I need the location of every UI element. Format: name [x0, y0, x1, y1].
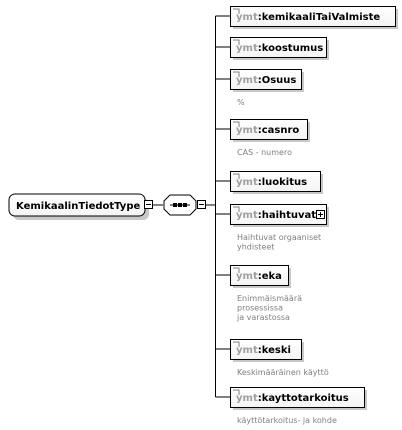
element-name: keski — [262, 345, 291, 356]
element-icon — [233, 389, 240, 395]
element-documentation: käyttötarkoitus- ja kohde — [237, 416, 337, 425]
element-icon — [233, 121, 240, 127]
element-prefix: ymt — [236, 345, 258, 356]
element-name: kemikaaliTaiValmiste — [262, 12, 381, 23]
element-icon — [233, 267, 240, 273]
element-label: ymt:Osuus — [236, 75, 296, 86]
element-koostumus[interactable]: ymt:koostumus — [230, 37, 330, 61]
element-name: luokitus — [262, 177, 307, 188]
element-icon — [233, 39, 240, 45]
element-label: ymt:casnro — [236, 125, 299, 136]
element-icon — [233, 71, 240, 77]
element-box — [230, 69, 302, 90]
expand-toggle[interactable] — [316, 210, 325, 219]
element-name: eka — [262, 271, 282, 282]
element-colon: : — [258, 393, 262, 404]
element-label: ymt:kayttotarkoitus — [236, 393, 349, 404]
element-colon: : — [258, 75, 262, 86]
element-documentation: yhdisteet — [237, 243, 274, 252]
element-icon — [233, 8, 240, 14]
branch-lines — [215, 15, 230, 398]
element-colon: : — [258, 345, 262, 356]
element-colon: : — [258, 12, 262, 23]
element-label: ymt:kemikaaliTaiValmiste — [236, 12, 380, 23]
element-icon — [233, 173, 240, 179]
element-documentation: Haihtuvat orgaaniset — [237, 233, 321, 242]
element-label: ymt:eka — [236, 271, 282, 282]
element-box — [230, 171, 321, 192]
element-kemikaaliTaiValmiste[interactable]: ymt:kemikaaliTaiValmiste — [230, 6, 399, 30]
root-collapse-toggle[interactable] — [144, 200, 153, 209]
sequence-compositor[interactable] — [163, 194, 197, 216]
element-luokitus[interactable]: ymt:luokitus — [230, 171, 324, 195]
element-name: Osuus — [262, 75, 297, 86]
element-colon: : — [258, 43, 262, 54]
element-colon: : — [258, 177, 262, 188]
element-prefix: ymt — [236, 43, 258, 54]
element-label: ymt:luokitus — [236, 177, 307, 188]
element-documentation: % — [237, 98, 245, 107]
element-prefix: ymt — [236, 75, 258, 86]
element-name: haihtuvat — [262, 210, 317, 221]
element-label: ymt:koostumus — [236, 43, 323, 54]
element-name: koostumus — [262, 43, 324, 54]
element-label: ymt:haihtuvat — [236, 210, 316, 221]
element-icon — [233, 341, 240, 347]
element-label: ymt:keski — [236, 345, 291, 356]
element-box — [230, 387, 365, 408]
element-colon: : — [258, 210, 262, 221]
element-box — [230, 37, 327, 58]
element-colon: : — [258, 125, 262, 136]
element-documentation: Enimmäismäärä — [237, 294, 302, 303]
element-name: kayttotarkoitus — [262, 393, 349, 404]
element-prefix: ymt — [236, 12, 258, 23]
element-prefix: ymt — [236, 125, 258, 136]
element-icon — [233, 206, 240, 212]
element-box — [230, 119, 308, 140]
element-documentation: prosessissa — [237, 304, 283, 313]
element-documentation: CAS - numero — [237, 148, 292, 157]
element-prefix: ymt — [236, 393, 258, 404]
element-prefix: ymt — [236, 177, 258, 188]
element-prefix: ymt — [236, 210, 258, 221]
element-box — [230, 6, 396, 27]
element-documentation: Keskimääräinen käyttö — [237, 368, 329, 377]
sequence-collapse-toggle[interactable] — [197, 200, 206, 209]
element-name: casnro — [262, 125, 300, 136]
element-box — [230, 339, 302, 360]
element-kayttotarkoitus[interactable]: ymt:kayttotarkoitus käyttötarkoitus- ja k… — [230, 387, 368, 426]
element-Osuus[interactable]: ymt:Osuus% — [230, 69, 305, 108]
root-type-box[interactable]: KemikaalinTiedotType — [8, 193, 149, 220]
element-box — [230, 204, 327, 225]
element-documentation: ja varastossa — [236, 313, 290, 322]
child-elements: ymt:kemikaaliTaiValmisteymt:koostumusymt… — [230, 6, 399, 426]
element-box — [230, 265, 289, 286]
element-prefix: ymt — [236, 271, 258, 282]
element-colon: : — [258, 271, 262, 282]
root-type-name: KemikaalinTiedotType — [16, 201, 140, 212]
